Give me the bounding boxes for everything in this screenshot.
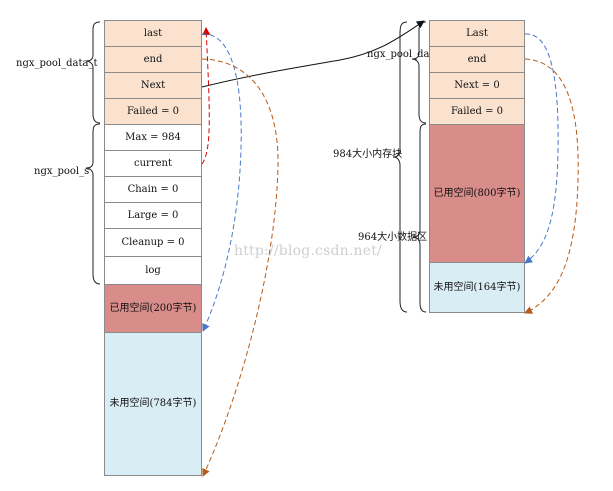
left-end-pointer-arrow	[201, 58, 279, 477]
right-cell-last: Last	[429, 20, 525, 47]
left-unused-space: 未用空间(784字节)	[104, 332, 202, 476]
left-current-pointer-arrow	[201, 27, 211, 165]
right-unused-space: 未用空间(164字节)	[429, 262, 525, 313]
right-last-pointer-arrow	[524, 33, 559, 264]
left-cell-failed: Failed = 0	[104, 98, 202, 125]
right-memory-total-brace	[392, 21, 408, 313]
right-cell-failed: Failed = 0	[429, 98, 525, 125]
left-ngx-pool-s-label: ngx_pool_s	[34, 166, 90, 177]
right-used-space: 已用空间(800字节)	[429, 124, 525, 263]
right-ngx-pool-data-brace	[411, 21, 427, 124]
left-cell-next: Next	[104, 72, 202, 99]
left-cell-current: current	[104, 150, 202, 177]
right-end-pointer-arrow	[524, 58, 579, 314]
left-ngx-pool-data-brace	[85, 21, 101, 124]
right-memory-data-label: 964大小数据区	[358, 232, 428, 243]
left-last-pointer-arrow	[201, 33, 242, 332]
right-memory-data-brace	[412, 123, 427, 313]
right-cell-end: end	[429, 46, 525, 73]
left-cell-large: Large = 0	[104, 202, 202, 229]
left-cell-end: end	[104, 46, 202, 73]
left-cell-last: last	[104, 20, 202, 47]
left-used-space: 已用空间(200字节)	[104, 284, 202, 333]
right-cell-next: Next = 0	[429, 72, 525, 99]
blog-watermark: http://blog.csdn.net/	[234, 243, 382, 259]
left-ngx-pool-data-label: ngx_pool_data_t	[16, 58, 98, 69]
left-cell-max: Max = 984	[104, 124, 202, 151]
left-cell-log: log	[104, 256, 202, 285]
left-cell-chain: Chain = 0	[104, 176, 202, 203]
right-memory-total-label: 984大小内存块	[333, 149, 403, 160]
left-cell-cleanup: Cleanup = 0	[104, 228, 202, 257]
left-ngx-pool-s-brace	[85, 123, 101, 285]
